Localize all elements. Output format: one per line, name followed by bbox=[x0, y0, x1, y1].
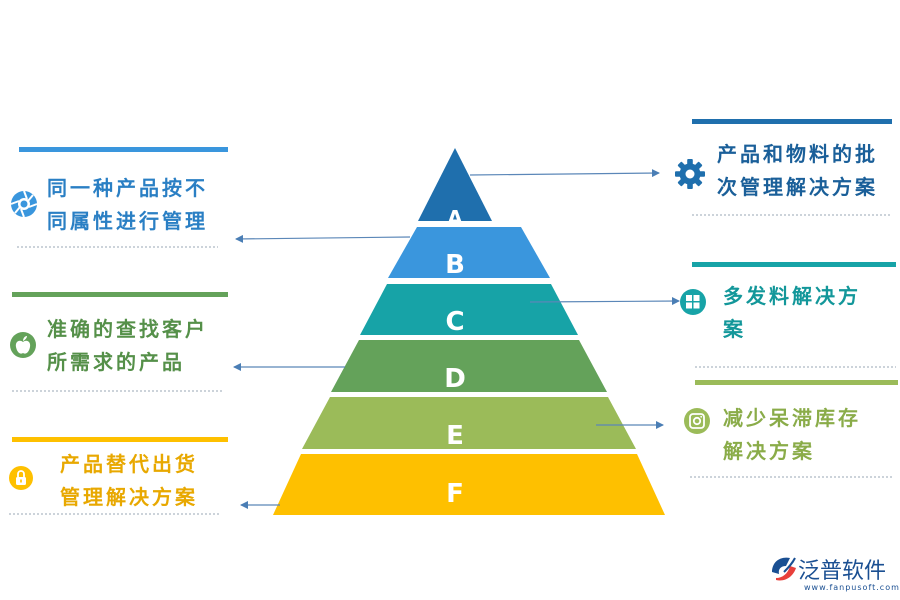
pyramid-tier-f bbox=[273, 454, 665, 515]
callout-line: 次管理解决方案 bbox=[717, 175, 878, 199]
callout-text-left-3: 产品替代出货 管理解决方案 bbox=[60, 448, 198, 514]
pyramid-tier-c bbox=[360, 284, 578, 335]
apple-icon bbox=[10, 332, 36, 358]
callout-line: 同属性进行管理 bbox=[47, 209, 208, 233]
callout-line: 同一种产品按不 bbox=[47, 176, 208, 200]
callout-bar-left-3 bbox=[12, 437, 228, 442]
callout-line: 多发料解决方 bbox=[723, 284, 861, 308]
callout-bar-right-1 bbox=[692, 119, 892, 124]
callout-bar-right-3 bbox=[695, 380, 898, 385]
pyramid-tier-e bbox=[302, 397, 636, 449]
connector-arrow-c bbox=[529, 297, 680, 306]
tier-letter-c: C bbox=[445, 307, 464, 337]
callout-line: 管理解决方案 bbox=[60, 485, 198, 509]
pyramid-tier-b bbox=[388, 227, 550, 278]
connector-arrow-a bbox=[469, 169, 660, 178]
callout-line: 减少呆滞库存 bbox=[723, 406, 861, 430]
pyramid-tier-a bbox=[418, 148, 492, 221]
callout-line: 产品和物料的批 bbox=[717, 142, 878, 166]
callout-bar-left-2 bbox=[12, 292, 228, 297]
callout-line: 案 bbox=[723, 317, 746, 341]
connector-arrow-b bbox=[235, 234, 411, 243]
pyramid-tier-d bbox=[331, 340, 607, 392]
callout-line: 准确的查找客户 bbox=[47, 317, 208, 341]
callout-bar-left-1 bbox=[19, 147, 228, 152]
fanpu-logo-icon bbox=[772, 557, 796, 581]
tier-letter-f: F bbox=[446, 479, 464, 509]
tier-letter-e: E bbox=[446, 421, 464, 451]
callout-line: 解决方案 bbox=[723, 439, 815, 463]
tier-letter-b: B bbox=[445, 250, 465, 280]
lock-icon bbox=[9, 466, 33, 490]
logo-url: www.fanpusoft.com bbox=[804, 583, 900, 592]
logo-name: 泛普软件 bbox=[798, 559, 886, 584]
callout-text-right-3: 减少呆滞库存 解决方案 bbox=[723, 402, 861, 468]
tier-letter-a: A bbox=[447, 206, 463, 230]
callout-text-right-2: 多发料解决方 案 bbox=[723, 280, 861, 346]
gear-icon bbox=[675, 159, 705, 189]
callout-text-right-1: 产品和物料的批 次管理解决方案 bbox=[717, 138, 878, 204]
callout-line: 所需求的产品 bbox=[47, 350, 185, 374]
instagram-icon bbox=[684, 408, 710, 434]
aperture-icon bbox=[10, 190, 38, 218]
callout-bar-right-2 bbox=[692, 262, 896, 267]
windows-icon bbox=[680, 289, 706, 315]
callout-line: 产品替代出货 bbox=[60, 452, 198, 476]
tier-letter-d: D bbox=[444, 364, 466, 394]
callout-text-left-2: 准确的查找客户 所需求的产品 bbox=[47, 313, 208, 379]
callout-text-left-1: 同一种产品按不 同属性进行管理 bbox=[47, 172, 208, 238]
